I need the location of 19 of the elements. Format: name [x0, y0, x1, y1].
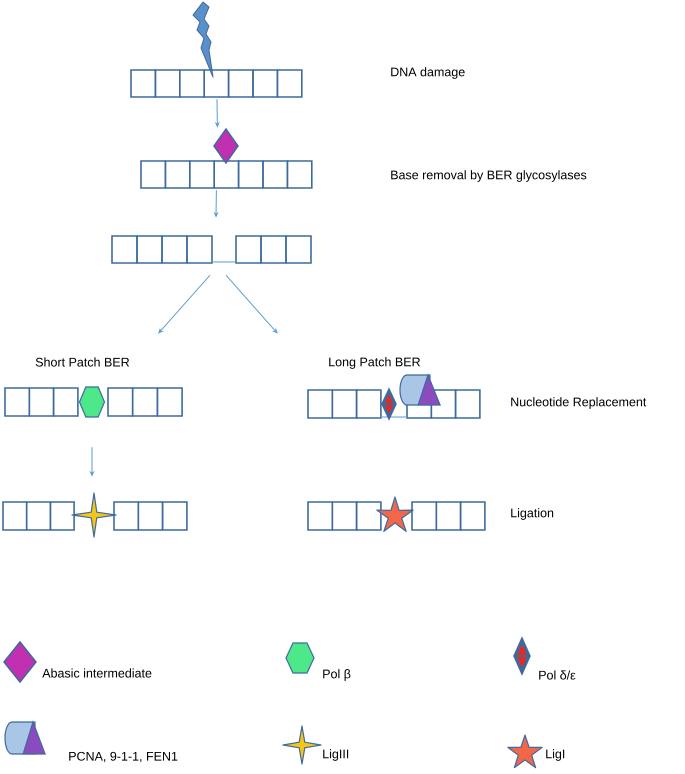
heading: Short Patch BER: [36, 357, 130, 367]
legend-label: PCNA, 9-1-1, FEN1: [69, 752, 178, 762]
legend-label: Abasic intermediate: [42, 668, 152, 678]
legend-label: LigI: [546, 749, 564, 761]
dna-strand: [307, 501, 486, 531]
legend-label: LigIII: [323, 749, 348, 761]
step-label: Ligation: [511, 508, 554, 520]
dna-strand: [140, 160, 313, 189]
step-label: Nucleotide Replacement: [511, 397, 646, 409]
dna-strand: [130, 69, 303, 98]
dna-strand: [4, 387, 183, 417]
legend-label: Pol δ/ε: [539, 670, 576, 680]
dna-strand: [307, 389, 481, 419]
step-label: Base removal by BER glycosylases: [391, 170, 586, 182]
step-label: DNA damage: [391, 67, 465, 79]
heading: Long Patch BER: [329, 357, 420, 369]
legend-label: Pol β: [323, 669, 350, 681]
dna-strand: [2, 501, 188, 531]
dna-strand: [111, 235, 312, 264]
